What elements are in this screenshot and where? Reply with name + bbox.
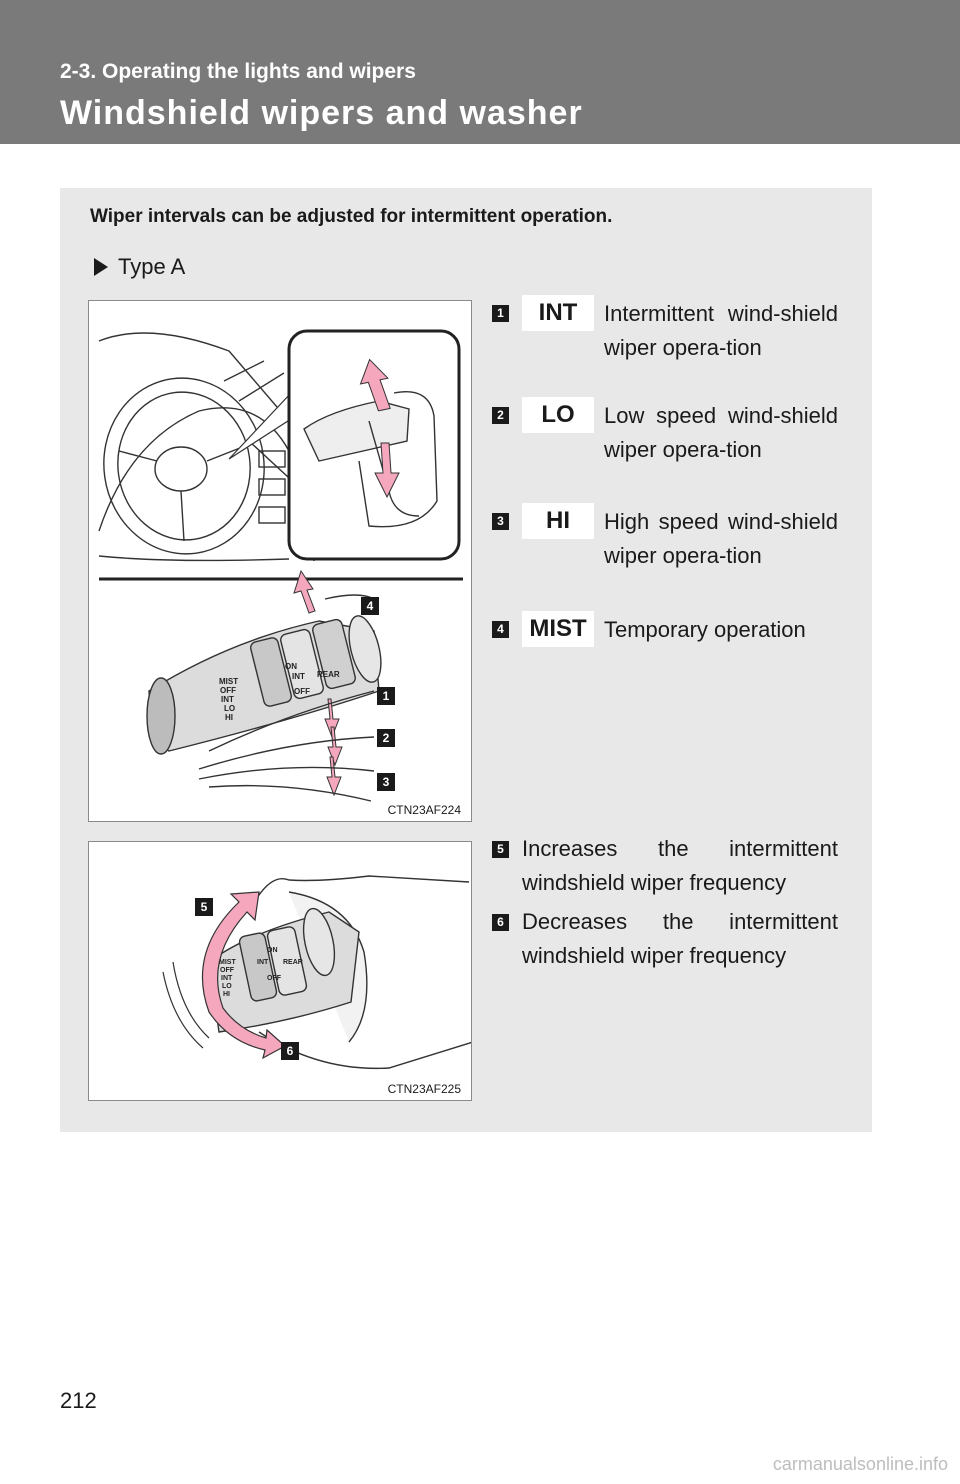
item-number-icon: 6 bbox=[492, 914, 509, 931]
ring-label-on: ON bbox=[267, 947, 278, 954]
ring-label-hi: HI bbox=[223, 991, 230, 998]
figure-code: CTN23AF225 bbox=[387, 1082, 461, 1096]
callout-1-label: 1 bbox=[383, 689, 390, 703]
item-text: Intermittent wind-shield wiper opera-tio… bbox=[604, 301, 838, 360]
lo-badge: LO bbox=[522, 397, 594, 433]
callout-4-icon bbox=[361, 597, 379, 615]
ring-label-mist: MIST bbox=[219, 959, 236, 966]
wiper-lever-illustration: MIST OFF INT LO HI ON INT OFF REAR bbox=[98, 329, 463, 802]
switch-label-off-rear: OFF bbox=[294, 687, 310, 696]
item-text: Low speed wind-shield wiper opera-tion bbox=[604, 403, 838, 462]
switch-label-on: ON bbox=[285, 662, 297, 671]
item-number-icon: 1 bbox=[492, 305, 509, 322]
callout-4-label: 4 bbox=[367, 599, 374, 613]
intro-text: Wiper intervals can be adjusted for inte… bbox=[90, 206, 613, 227]
callout-6-icon bbox=[281, 1042, 299, 1060]
switch-label-int: INT bbox=[221, 695, 234, 704]
type-heading: Type A bbox=[94, 254, 185, 280]
watermark: carmanualsonline.info bbox=[772, 1454, 948, 1474]
callout-6-label: 6 bbox=[287, 1044, 294, 1058]
callout-5-icon bbox=[195, 898, 213, 916]
figure-wiper-frequency-adjust: MIST OFF INT LO HI ON INT OFF REAR 5 6 C… bbox=[88, 841, 472, 1101]
callout-3-icon bbox=[377, 773, 395, 791]
ring-label-lo: LO bbox=[222, 983, 232, 990]
callout-3-label: 3 bbox=[383, 775, 390, 789]
page-title: Windshield wipers and washer bbox=[60, 94, 583, 132]
ring-label-int-rear: INT bbox=[257, 959, 269, 966]
ring-label-int: INT bbox=[221, 975, 233, 982]
item-number-icon: 5 bbox=[492, 841, 509, 858]
frequency-ring-illustration: MIST OFF INT LO HI ON INT OFF REAR 5 6 bbox=[162, 875, 471, 1070]
hi-badge: HI bbox=[522, 503, 594, 539]
item-text: Decreases the intermittent windshield wi… bbox=[522, 909, 838, 968]
callout-5-label: 5 bbox=[201, 900, 208, 914]
int-badge: INT bbox=[522, 295, 594, 331]
switch-label-mist: MIST bbox=[219, 677, 238, 686]
switch-label-rear: REAR bbox=[317, 670, 340, 679]
item-text: Increases the intermittent windshield wi… bbox=[522, 836, 838, 895]
ring-label-rear: REAR bbox=[283, 959, 303, 966]
mist-badge: MIST bbox=[522, 611, 594, 647]
item-number-icon: 4 bbox=[492, 621, 509, 638]
chapter-header: 2-3. Operating the lights and wipers Win… bbox=[0, 0, 960, 144]
callout-1-icon bbox=[377, 687, 395, 705]
figure-wiper-lever-operation: MIST OFF INT LO HI ON INT OFF REAR bbox=[88, 300, 472, 822]
switch-label-lo: LO bbox=[224, 704, 235, 713]
switch-label-off: OFF bbox=[220, 686, 236, 695]
item-number-icon: 3 bbox=[492, 513, 509, 530]
callout-2-icon bbox=[377, 729, 395, 747]
page-number: 212 bbox=[60, 1388, 97, 1413]
switch-label-int-rear: INT bbox=[292, 672, 305, 681]
ring-label-off-rear: OFF bbox=[267, 975, 282, 982]
rotation-arrow-icon bbox=[201, 891, 287, 1060]
callout-2-label: 2 bbox=[383, 731, 390, 745]
triangle-bullet-icon bbox=[94, 258, 108, 276]
item-number-icon: 2 bbox=[492, 407, 509, 424]
section-title: 2-3. Operating the lights and wipers bbox=[60, 60, 416, 83]
item-text: High speed wind-shield wiper opera-tion bbox=[604, 509, 838, 568]
item-text: Temporary operation bbox=[604, 617, 806, 642]
switch-label-hi: HI bbox=[225, 713, 233, 722]
ring-label-off: OFF bbox=[220, 967, 235, 974]
type-label: Type A bbox=[118, 254, 186, 279]
figure-code: CTN23AF224 bbox=[387, 803, 461, 817]
